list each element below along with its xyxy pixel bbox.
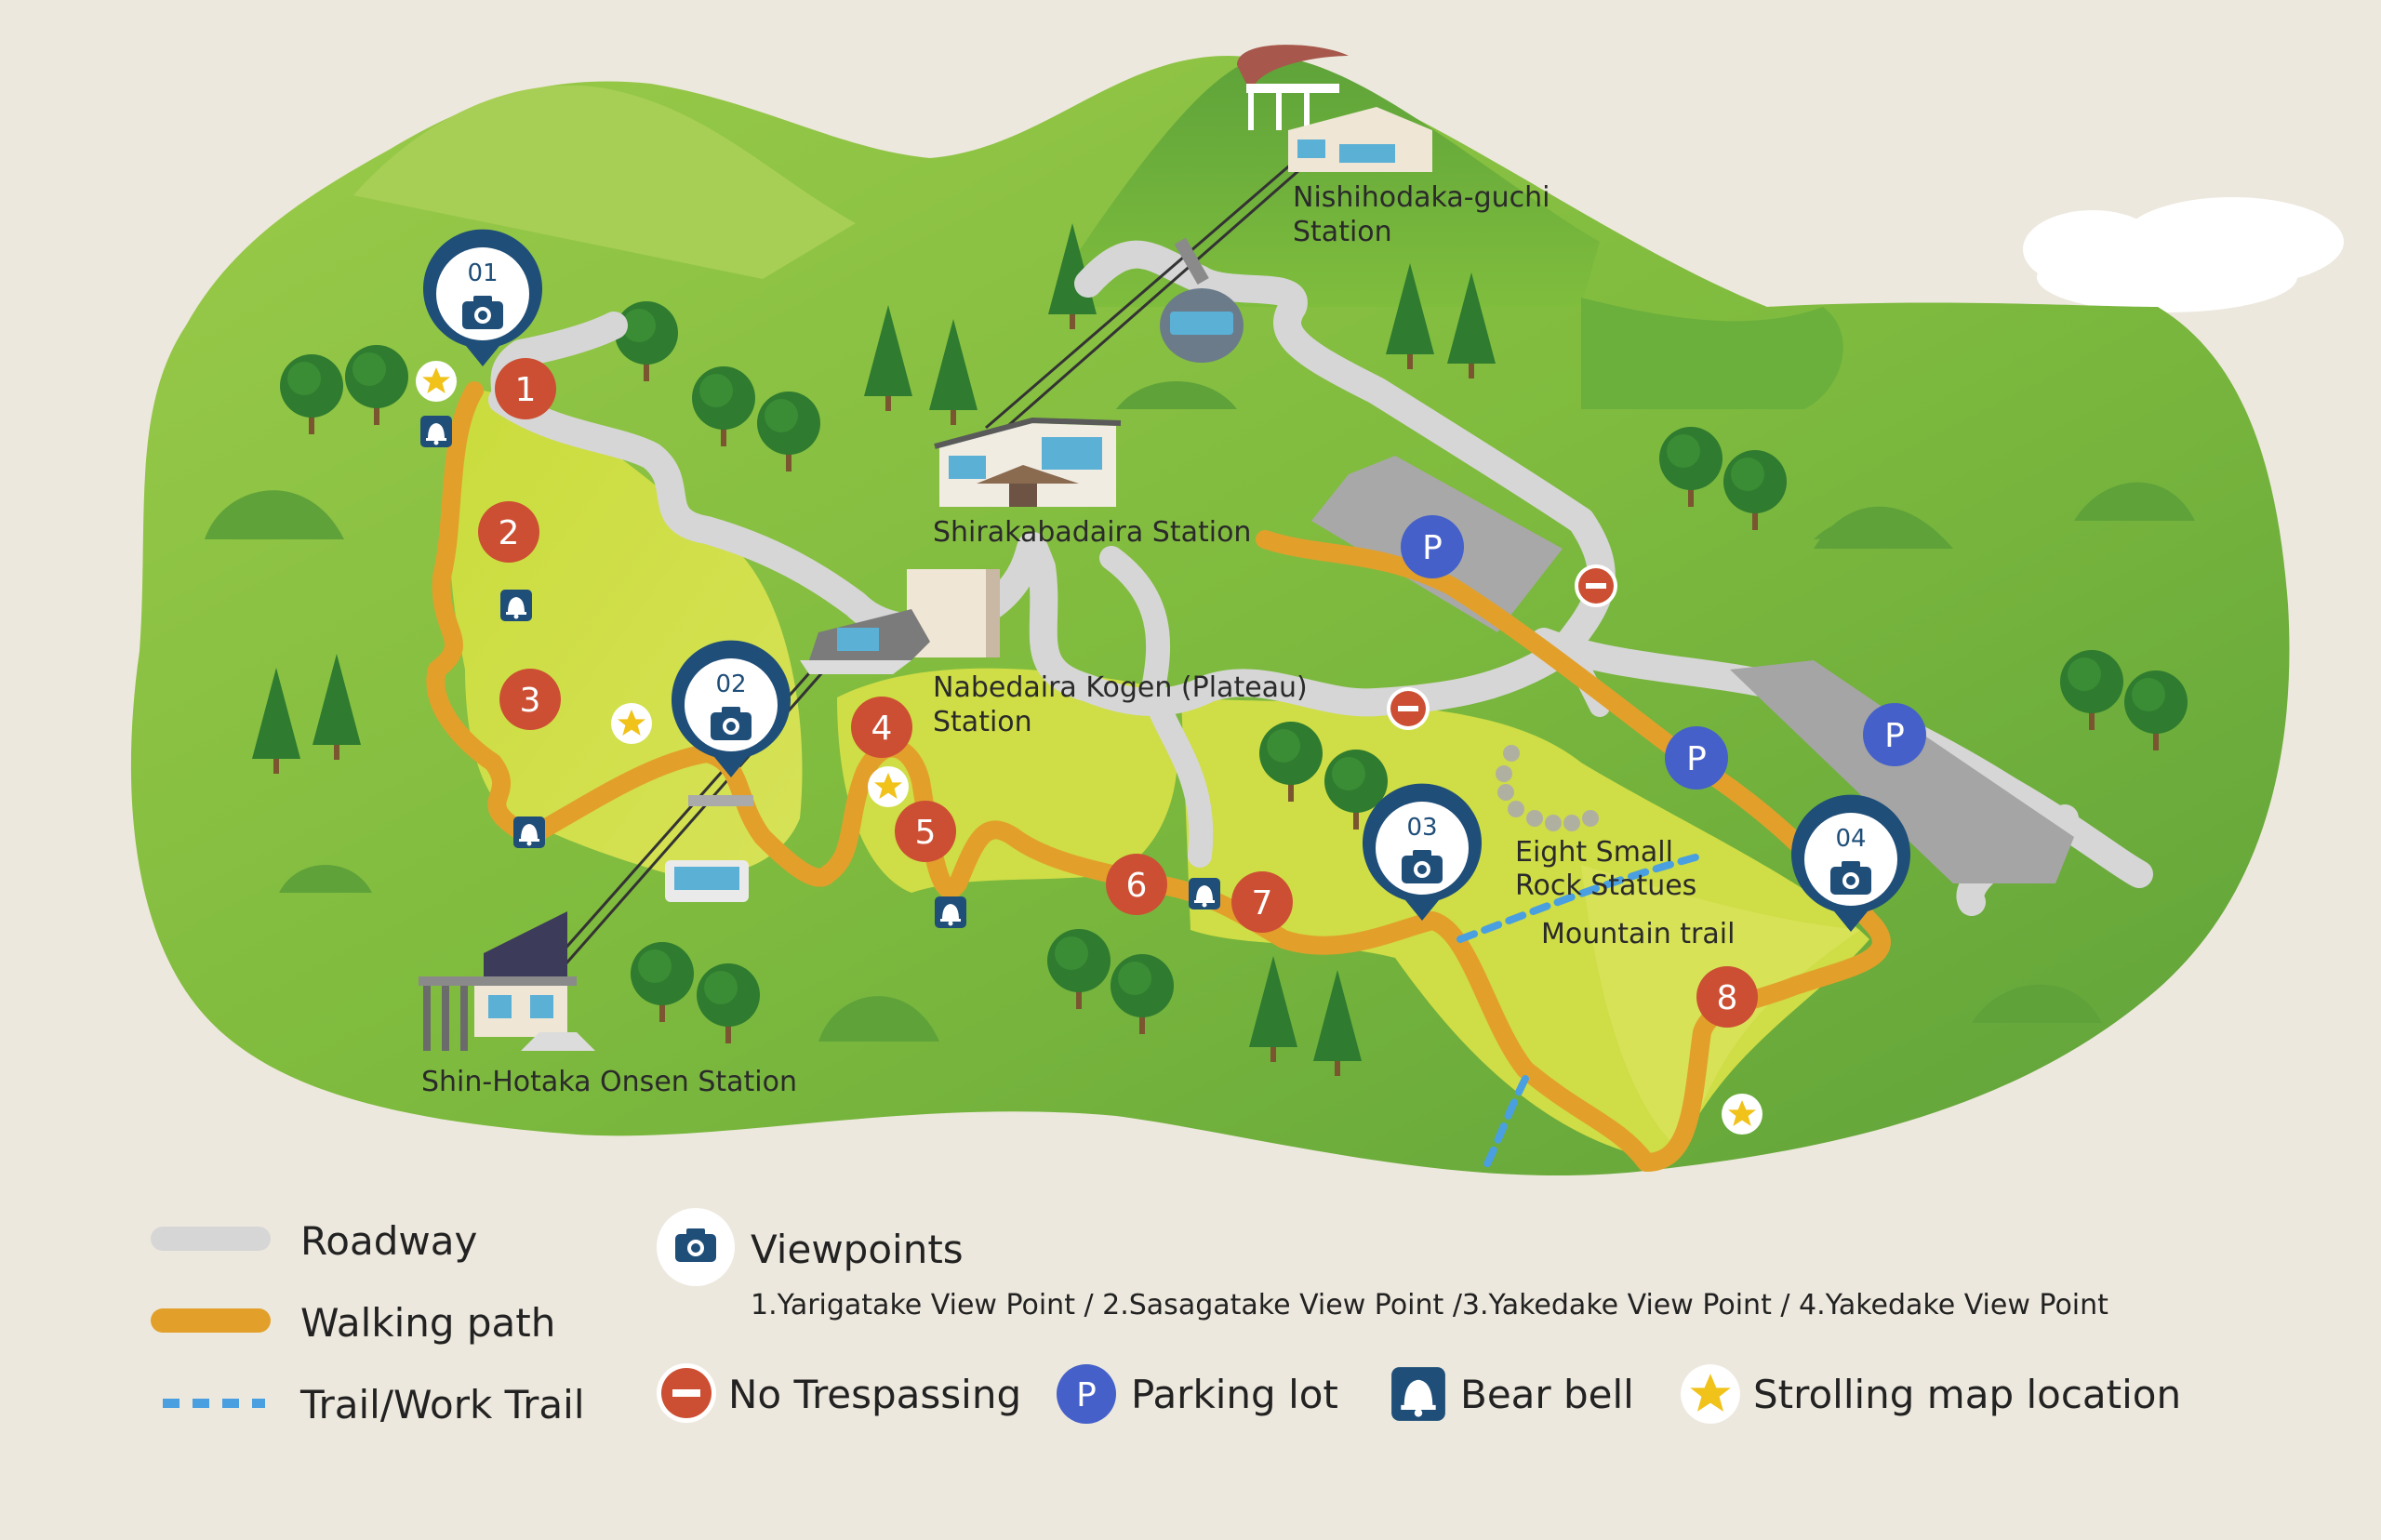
svg-text:5: 5 (915, 814, 937, 852)
svg-text:8: 8 (1717, 979, 1738, 1017)
route-marker-1: 1 (495, 358, 556, 419)
no-entry-icon (657, 1363, 716, 1423)
svg-text:P: P (1422, 529, 1443, 567)
star-icon (868, 766, 909, 807)
bell-icon (935, 896, 966, 928)
svg-text:01: 01 (467, 259, 498, 287)
place-label-rock-statues-1: Eight Small (1515, 836, 1673, 869)
svg-text:4: 4 (871, 710, 893, 748)
place-label-rock-statues-2: Rock Statues (1515, 870, 1696, 902)
svg-text:7: 7 (1252, 884, 1273, 923)
building-shirakabadaira (934, 417, 1122, 507)
svg-text:03: 03 (1406, 814, 1437, 842)
svg-text:P: P (1686, 740, 1707, 778)
star-icon (416, 361, 457, 402)
svg-text:2: 2 (499, 514, 520, 552)
station-label-shinhotaka: Shin-Hotaka Onsen Station (421, 1066, 797, 1098)
place-label-mountain-trail: Mountain trail (1541, 918, 1735, 950)
svg-text:3: 3 (520, 682, 541, 720)
rock-statues (1496, 745, 1599, 831)
svg-text:P: P (1884, 717, 1905, 755)
gondola-upper (1160, 237, 1244, 363)
legend-walking-label: Walking path (300, 1300, 555, 1346)
route-marker-8: 8 (1696, 966, 1758, 1028)
parking-icon: P (1057, 1364, 1116, 1424)
viewpoint-03: 03 (1363, 783, 1482, 921)
cloud (2023, 197, 2344, 312)
svg-text:P: P (1076, 1376, 1097, 1414)
station-label-nishihodaka-line2: Station (1293, 216, 1392, 248)
no-entry-icon (1575, 564, 1617, 607)
legend-roadway-label: Roadway (300, 1218, 477, 1264)
legend-strolling-label: Strolling map location (1753, 1372, 2181, 1417)
legend-trail-label: Trail/Work Trail (299, 1382, 585, 1427)
building-nishihodaka (1237, 45, 1432, 172)
viewpoint-02: 02 (672, 640, 791, 777)
star-icon (611, 703, 652, 744)
bell-icon (513, 816, 545, 848)
legend-parking-label: Parking lot (1131, 1372, 1338, 1417)
building-shinhotaka (419, 911, 595, 1051)
station-label-nabedaira: Nabedaira Kogen (Plateau) (933, 671, 1308, 704)
station-label-shirakabadaira: Shirakabadaira Station (933, 516, 1251, 549)
star-icon (1722, 1094, 1762, 1135)
building-nabedaira (800, 569, 1000, 674)
legend-viewpoints-title: Viewpoints (751, 1227, 964, 1272)
legend-viewpoints-list: 1.Yarigatake View Point / 2.Sasagatake V… (751, 1289, 2108, 1321)
bell-icon (420, 416, 452, 447)
parking-icon: P (1863, 703, 1926, 766)
svg-text:04: 04 (1835, 825, 1866, 853)
legend-no-trespassing-label: No Trespassing (728, 1372, 1021, 1417)
star-icon (1681, 1364, 1740, 1424)
svg-text:6: 6 (1126, 867, 1148, 905)
route-marker-3: 3 (499, 669, 561, 730)
gondola-lower (665, 795, 753, 902)
bell-icon (1189, 878, 1220, 909)
route-marker-7: 7 (1231, 871, 1293, 933)
route-marker-4: 4 (851, 697, 912, 758)
station-label-nishihodaka: Nishihodaka-guchi (1293, 181, 1550, 214)
trails (1457, 852, 1706, 1175)
hill-bumps (205, 381, 2195, 1042)
viewpoint-04: 04 (1791, 794, 1910, 932)
parking-icon: P (1665, 726, 1728, 790)
bell-icon (500, 590, 532, 621)
route-marker-6: 6 (1106, 854, 1167, 915)
legend: Roadway Walking path Trail/Work Trail Vi… (151, 1208, 2181, 1427)
route-marker-5: 5 (895, 801, 956, 862)
bell-icon (1391, 1367, 1445, 1421)
svg-text:02: 02 (715, 670, 746, 698)
no-entry-icon (1387, 687, 1430, 730)
station-label-nabedaira-line2: Station (933, 706, 1032, 738)
legend-bear-bell-label: Bear bell (1460, 1372, 1634, 1417)
svg-text:1: 1 (515, 371, 537, 409)
parking-icon: P (1401, 515, 1464, 578)
camera-icon (657, 1208, 735, 1286)
viewpoint-01: 01 (423, 229, 542, 366)
route-marker-2: 2 (478, 501, 539, 563)
